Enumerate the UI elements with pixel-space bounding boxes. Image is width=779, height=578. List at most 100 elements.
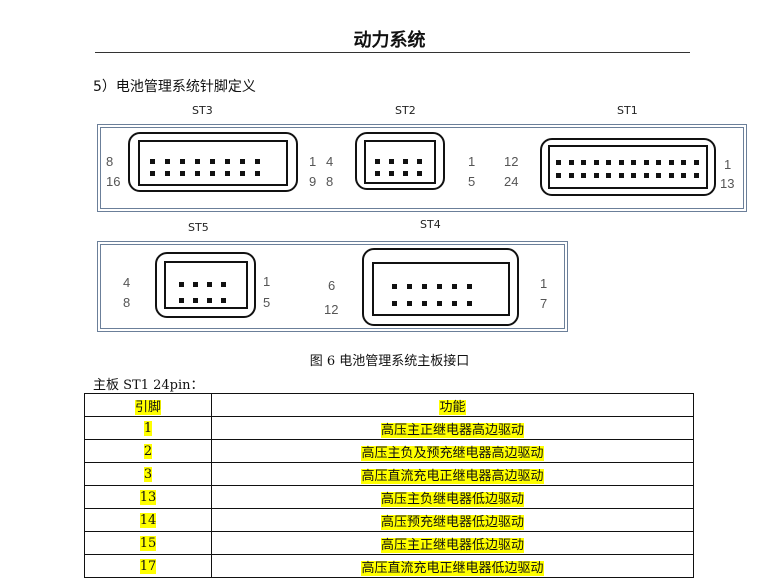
pin-hole <box>180 171 185 176</box>
pin-hole <box>643 173 649 178</box>
table-row: 17 高压直流充电正继电器低边驱动 <box>84 554 694 578</box>
table-row: 13 高压主负继电器低边驱动 <box>84 485 694 509</box>
connector-label-st4: ST4 <box>420 218 441 231</box>
pin-cell: 17 <box>139 558 157 574</box>
pin-hole <box>195 159 200 164</box>
pin-number: 6 <box>328 278 336 293</box>
pin-hole <box>668 173 674 178</box>
pin-cell: 13 <box>139 489 157 505</box>
pin-hole <box>668 160 674 165</box>
bottom-frame <box>97 241 568 332</box>
pin-hole <box>693 173 699 178</box>
pin-number: 9 <box>309 174 317 189</box>
title-divider <box>95 52 690 53</box>
pin-number: 1 <box>540 276 548 291</box>
pin-hole <box>179 298 184 303</box>
pin-hole <box>389 159 394 164</box>
pin-hole <box>452 301 457 306</box>
pin-hole <box>375 171 380 176</box>
figure-caption: 图 6 电池管理系统主板接口 <box>309 354 470 369</box>
pin-hole <box>422 284 427 289</box>
pin-number: 5 <box>468 174 476 189</box>
pin-hole <box>403 171 408 176</box>
pin-hole <box>452 284 457 289</box>
header-function: 功能 <box>439 399 466 415</box>
connector-label-st2: ST2 <box>395 104 416 117</box>
pin-number: 4 <box>123 275 131 290</box>
pin-hole <box>437 284 442 289</box>
pin-hole <box>417 159 422 164</box>
pin-hole <box>225 159 230 164</box>
pin-cell: 1 <box>143 420 153 436</box>
pin-hole <box>150 171 155 176</box>
connector-housing <box>548 145 708 189</box>
pin-hole <box>210 159 215 164</box>
pin-number: 1 <box>263 274 271 289</box>
pin-number: 5 <box>263 295 271 310</box>
pin-hole <box>556 173 561 178</box>
function-cell: 高压主负继电器低边驱动 <box>380 491 524 507</box>
pin-number: 8 <box>106 154 114 169</box>
pin-hole <box>556 160 561 165</box>
pin-hole <box>631 173 636 178</box>
pin-hole <box>150 159 155 164</box>
pin-hole <box>618 173 624 178</box>
pin-hole <box>593 173 599 178</box>
table-label: 主板 ST1 24pin： <box>93 378 204 393</box>
pin-hole <box>568 160 574 165</box>
function-cell: 高压主负及预充继电器高边驱动 <box>361 445 544 461</box>
function-cell: 高压主正继电器低边驱动 <box>380 537 524 553</box>
pin-hole <box>681 173 686 178</box>
pin-number: 7 <box>540 296 548 311</box>
pin-hole <box>375 159 380 164</box>
pin-hole <box>255 159 260 164</box>
pin-hole <box>389 171 394 176</box>
pin-hole <box>407 301 412 306</box>
pin-hole <box>656 173 661 178</box>
pin-hole <box>467 301 472 306</box>
pin-number: 4 <box>326 154 334 169</box>
pin-hole <box>422 301 427 306</box>
pin-number: 16 <box>106 174 121 189</box>
pin-hole <box>240 171 245 176</box>
pin-hole <box>240 159 245 164</box>
page-title: 动力系统 <box>353 30 426 51</box>
table-header-row: 引脚 功能 <box>84 393 694 417</box>
pin-hole <box>193 282 198 287</box>
connector-label-st5: ST5 <box>188 221 209 234</box>
pin-hole <box>693 160 699 165</box>
pin-hole <box>643 160 649 165</box>
pin-hole <box>606 173 611 178</box>
top-frame <box>97 124 747 212</box>
pin-hole <box>407 284 412 289</box>
pin-hole <box>193 298 198 303</box>
pin-hole <box>656 160 661 165</box>
pin-hole <box>681 160 686 165</box>
pin-hole <box>417 171 422 176</box>
pin-hole <box>207 298 212 303</box>
pin-hole <box>581 173 586 178</box>
pin-number: 12 <box>504 154 519 169</box>
pin-cell: 2 <box>143 443 153 459</box>
pin-hole <box>631 160 636 165</box>
connector-st4 <box>362 248 519 326</box>
pin-hole <box>210 171 215 176</box>
connector-label-st3: ST3 <box>192 104 213 117</box>
pin-number: 1 <box>468 154 476 169</box>
pin-hole <box>392 284 397 289</box>
pin-number: 1 <box>724 157 732 172</box>
table-row: 2 高压主负及预充继电器高边驱动 <box>84 439 694 463</box>
function-cell: 高压主正继电器高边驱动 <box>380 422 524 438</box>
pin-number: 8 <box>326 174 334 189</box>
pin-hole <box>165 159 170 164</box>
pin-hole <box>437 301 442 306</box>
function-cell: 高压直流充电正继电器低边驱动 <box>361 560 544 576</box>
pin-hole <box>618 160 624 165</box>
pin-hole <box>606 160 611 165</box>
pin-hole <box>221 298 226 303</box>
pin-cell: 3 <box>143 466 153 482</box>
pin-hole <box>467 284 472 289</box>
